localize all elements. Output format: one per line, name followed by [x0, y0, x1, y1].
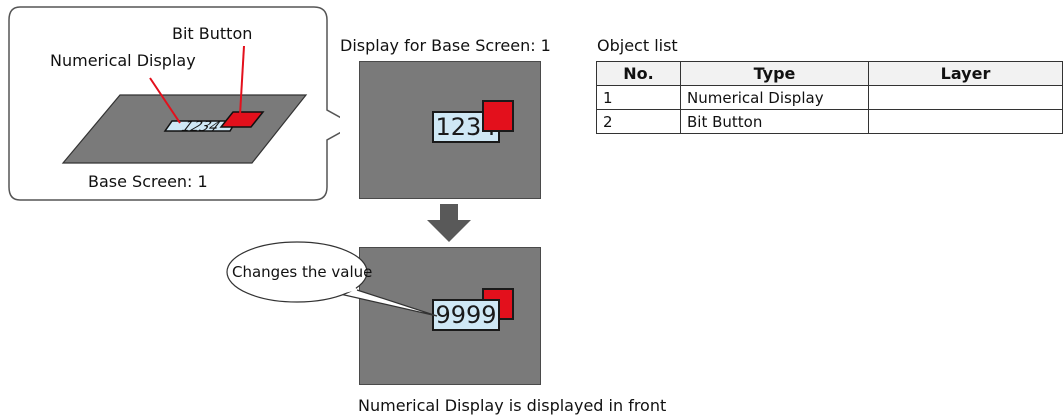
table-row: 1 Numerical Display	[596, 85, 1063, 110]
cell-type: Numerical Display	[680, 85, 869, 110]
display-screen: 1234	[359, 61, 541, 199]
header-type: Type	[680, 61, 869, 86]
display-bit-button	[482, 100, 514, 132]
cell-layer	[868, 109, 1063, 134]
header-layer: Layer	[868, 61, 1063, 86]
object-list-table: No. Type Layer 1 Numerical Display 2 Bit…	[596, 61, 1063, 134]
cell-type: Bit Button	[680, 109, 869, 134]
cell-layer	[868, 85, 1063, 110]
cell-no: 2	[596, 109, 681, 134]
numerical-display-leader	[149, 77, 181, 124]
numerical-display-shape	[163, 120, 238, 132]
result-caption: Numerical Display is displayed in front	[358, 396, 667, 415]
result-numerical-display: 9999	[432, 299, 500, 331]
table-row: 2 Bit Button	[596, 109, 1063, 134]
header-no: No.	[596, 61, 681, 86]
result-screen: 9999	[359, 247, 541, 385]
speech-ellipse	[226, 241, 438, 317]
callout-bubble: 1234	[8, 6, 340, 201]
bit-button-label: Bit Button	[172, 24, 253, 43]
display-screen-title: Display for Base Screen: 1	[340, 36, 551, 55]
bit-button-leader	[239, 45, 245, 116]
numerical-display-value: 1234	[178, 118, 223, 135]
base-screen-label: Base Screen: 1	[88, 172, 208, 191]
cell-no: 1	[596, 85, 681, 110]
bit-button-shape	[219, 111, 265, 128]
numerical-display-label: Numerical Display	[50, 51, 196, 70]
down-arrow-icon	[427, 204, 471, 242]
speech-text: Changes the value	[232, 263, 373, 281]
object-list-title: Object list	[597, 36, 678, 55]
table-header-row: No. Type Layer	[596, 61, 1063, 86]
